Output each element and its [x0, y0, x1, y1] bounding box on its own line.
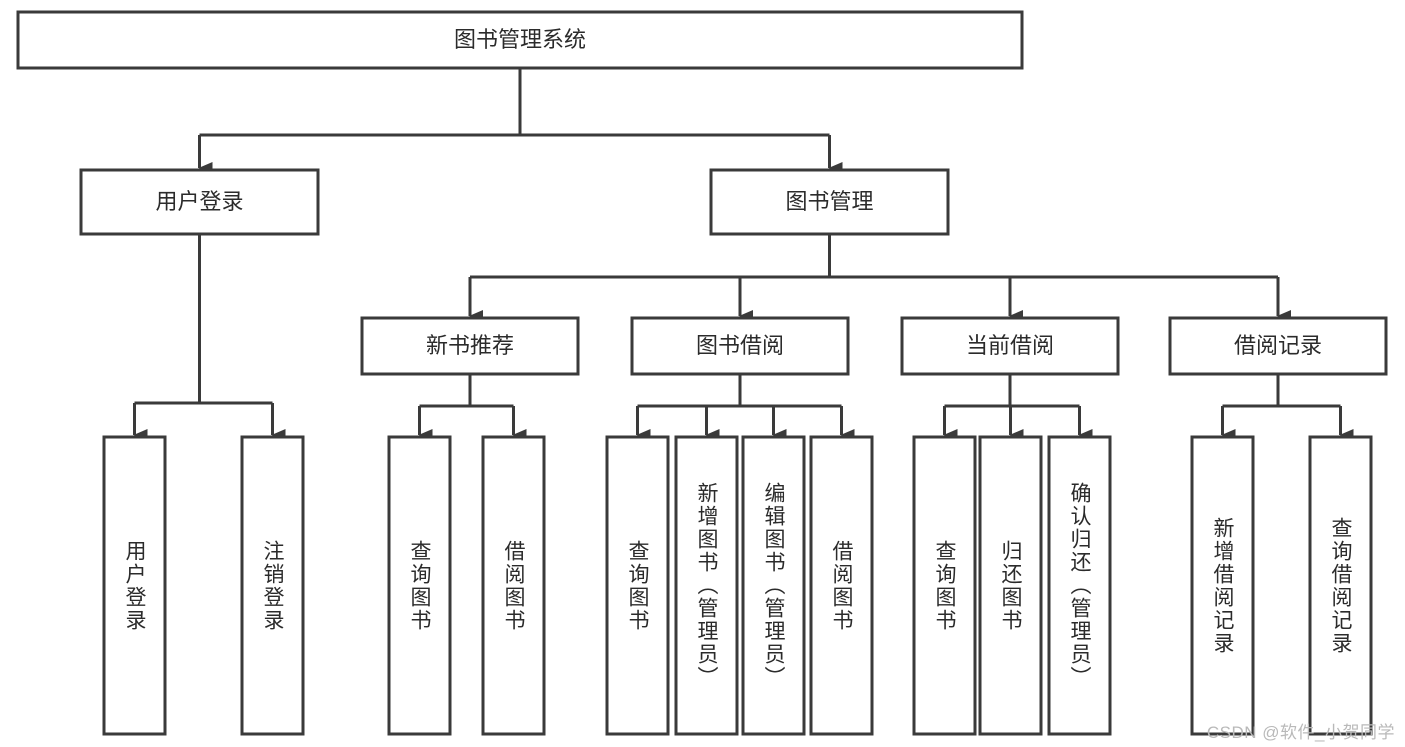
- node-leaf-borrow-book-2: [809, 435, 874, 736]
- node-leaf-edit-book: [741, 435, 806, 736]
- node-current-borrow: [900, 316, 1120, 376]
- node-root: [16, 10, 1024, 70]
- node-new-book-recommend: [360, 316, 580, 376]
- node-current-borrow-label: 当前借阅: [966, 333, 1054, 358]
- node-leaf-query-book-3: [912, 435, 977, 736]
- node-book-borrow-label: 图书借阅: [696, 333, 784, 358]
- node-leaf-borrow-book-1: [481, 435, 546, 736]
- csdn-watermark: CSDN @软件_小贺同学: [1206, 723, 1395, 742]
- node-borrow-record: [1168, 316, 1388, 376]
- node-leaf-confirm-return: [1047, 435, 1112, 736]
- node-book-manage: [709, 168, 950, 236]
- node-new-book-recommend-label: 新书推荐: [426, 333, 514, 358]
- node-leaf-user-login: [102, 435, 167, 736]
- node-leaf-query-book-1: [387, 435, 452, 736]
- node-leaf-query-book-2: [605, 435, 670, 736]
- node-leaf-add-book: [674, 435, 739, 736]
- node-root-label: 图书管理系统: [454, 27, 586, 52]
- connector-layer: [133, 68, 1354, 441]
- node-user-login-label: 用户登录: [155, 189, 243, 214]
- node-book-borrow: [630, 316, 850, 376]
- node-leaf-return-book: [978, 435, 1043, 736]
- node-leaf-user-logout: [240, 435, 305, 736]
- node-leaf-query-record: [1308, 435, 1373, 736]
- node-borrow-record-label: 借阅记录: [1234, 333, 1322, 358]
- node-user-login: [79, 168, 320, 236]
- node-book-manage-label: 图书管理: [785, 189, 873, 214]
- node-leaf-add-record: [1190, 435, 1255, 736]
